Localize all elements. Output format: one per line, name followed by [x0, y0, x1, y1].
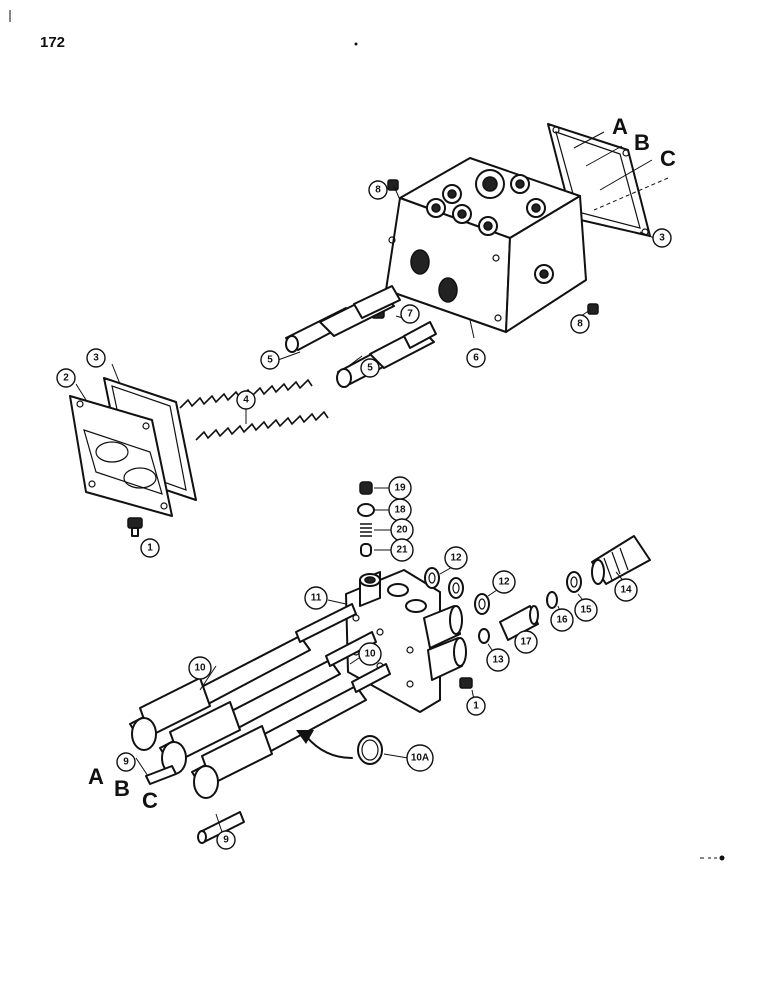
callout-19: 19	[388, 476, 412, 500]
callout-label: 12	[450, 553, 462, 564]
callout-label: 10A	[411, 753, 429, 764]
pin-lower	[197, 811, 245, 844]
callout-6: 6	[466, 348, 486, 368]
callout-label: 15	[580, 605, 592, 616]
relief-cartridge	[591, 535, 651, 585]
callout-label: 10	[194, 663, 206, 674]
callout-1-lower: 1	[466, 696, 486, 716]
callout-label: 1	[473, 701, 479, 712]
spool-a	[129, 603, 357, 751]
valve-body	[385, 157, 587, 333]
callout-label: 17	[520, 637, 532, 648]
callout-label: 1	[147, 543, 153, 554]
callout-8-side: 8	[570, 314, 590, 334]
seal-ring-b	[448, 577, 464, 599]
screw-side	[587, 303, 599, 315]
callout-10-right: 10	[358, 642, 382, 666]
callout-label: 8	[577, 319, 583, 330]
cover-bolt	[127, 517, 143, 537]
callout-label: 13	[492, 655, 504, 666]
section-bolt	[459, 677, 473, 689]
callout-label: 19	[394, 483, 406, 494]
callout-5-right: 5	[360, 358, 380, 378]
callout-3-front: 3	[86, 348, 106, 368]
callout-label: 3	[659, 233, 665, 244]
callout-20: 20	[390, 518, 414, 542]
section-letter-c-top: C	[660, 146, 676, 171]
callout-label: 9	[123, 757, 129, 768]
callout-16: 16	[550, 608, 574, 632]
page-number: 172	[40, 34, 66, 51]
spool-lower	[336, 321, 437, 388]
o-ring	[546, 591, 558, 609]
callout-label: 3	[93, 353, 99, 364]
callout-label: 14	[620, 585, 632, 596]
seal-ring-c	[474, 593, 490, 615]
spring-upper	[179, 378, 313, 409]
callout-label: 5	[367, 363, 373, 374]
washer	[478, 628, 490, 644]
callout-10-left: 10	[188, 656, 212, 680]
callout-label: 21	[396, 545, 408, 556]
seal-ring-a	[424, 567, 440, 589]
callout-label: 18	[394, 505, 406, 516]
callout-label: 2	[63, 373, 69, 384]
callout-5-left: 5	[260, 350, 280, 370]
callout-15: 15	[574, 598, 598, 622]
callout-9-upper: 9	[116, 752, 136, 772]
section-letter-a-bottom: A	[88, 764, 104, 789]
spring-lower	[195, 410, 329, 441]
callout-label: 16	[556, 615, 568, 626]
callout-11: 11	[304, 586, 328, 610]
retaining-ring	[357, 735, 383, 765]
section-letter-b-top: B	[634, 130, 650, 155]
callout-label: 8	[375, 185, 381, 196]
page-marks	[9, 10, 725, 861]
check-washer	[357, 503, 375, 517]
callout-label: 20	[396, 525, 408, 536]
callout-label: 12	[498, 577, 510, 588]
backup-ring	[566, 571, 582, 593]
section-letter-a-top: A	[612, 114, 628, 139]
callout-7: 7	[400, 304, 420, 324]
callout-3-rear: 3	[652, 228, 672, 248]
callout-12-a: 12	[444, 546, 468, 570]
callout-10a: 10A	[406, 744, 434, 772]
check-plug	[359, 481, 373, 495]
spool-b	[159, 631, 377, 775]
section-letter-b-bottom: B	[114, 776, 130, 801]
callout-label: 5	[267, 355, 273, 366]
callout-21: 21	[390, 538, 414, 562]
check-spring	[360, 523, 372, 537]
callout-8-upper: 8	[368, 180, 388, 200]
callout-14: 14	[614, 578, 638, 602]
section-letter-c-bottom: C	[142, 788, 158, 813]
callout-17: 17	[514, 630, 538, 654]
callout-1-upper: 1	[140, 538, 160, 558]
callout-label: 9	[223, 835, 229, 846]
callout-label: 10	[364, 649, 376, 660]
screw-upper	[387, 179, 399, 191]
callout-label: 4	[243, 395, 249, 406]
callout-label: 11	[311, 593, 322, 604]
callout-12-b: 12	[492, 570, 516, 594]
callout-9-lower: 9	[216, 830, 236, 850]
pin-upper	[145, 765, 177, 785]
spool-c	[191, 663, 391, 799]
spool-upper	[285, 285, 401, 353]
relief-poppet	[499, 605, 539, 641]
callout-2: 2	[56, 368, 76, 388]
check-poppet	[360, 543, 372, 557]
callout-18: 18	[388, 498, 412, 522]
end-cover	[69, 395, 173, 517]
install-arrow	[296, 730, 353, 759]
callout-label: 7	[407, 309, 413, 320]
callout-label: 6	[473, 353, 479, 364]
callout-13: 13	[486, 648, 510, 672]
callout-4: 4	[236, 390, 256, 410]
